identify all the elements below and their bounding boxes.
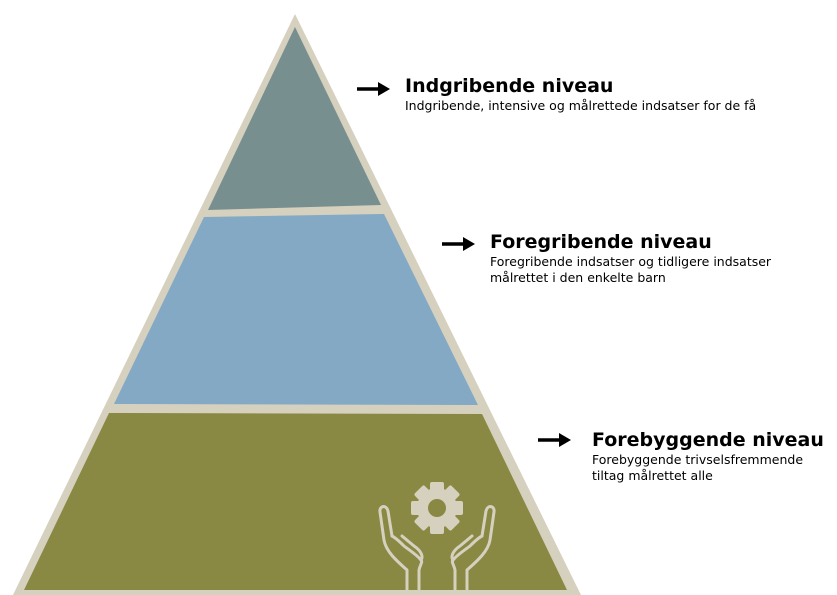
level-description: Indgribende, intensive og målrettede ind… bbox=[405, 98, 757, 113]
level-forebyggende: Forebyggende niveau Forebyggende trivsel… bbox=[592, 429, 824, 484]
hands-icon bbox=[378, 505, 496, 592]
level-title: Foregribende niveau bbox=[490, 231, 712, 253]
level-description-line-1: Foregribende indsatser og tidligere inds… bbox=[490, 254, 772, 269]
pyramid-top-level bbox=[208, 27, 381, 210]
level-indgribende: Indgribende niveau Indgribende, intensiv… bbox=[405, 75, 756, 114]
gear-in-hands-icon bbox=[378, 482, 496, 592]
arrow-right-icon bbox=[538, 433, 571, 447]
gear-icon bbox=[411, 482, 463, 534]
level-description-line-1: Forebyggende trivselsfremmende bbox=[592, 452, 804, 467]
level-description-line-2: tiltag målrettet alle bbox=[592, 468, 713, 483]
level-title: Indgribende niveau bbox=[405, 75, 614, 97]
pyramid-middle-level bbox=[114, 214, 478, 405]
arrow-right-icon bbox=[357, 82, 390, 96]
arrow-right-icon bbox=[442, 237, 475, 251]
level-foregribende: Foregribende niveau Foregribende indsats… bbox=[490, 231, 771, 286]
level-description-line-2: målrettet i den enkelte barn bbox=[490, 270, 666, 285]
pyramid-bottom-level bbox=[24, 413, 567, 590]
level-title: Forebyggende niveau bbox=[592, 429, 824, 451]
